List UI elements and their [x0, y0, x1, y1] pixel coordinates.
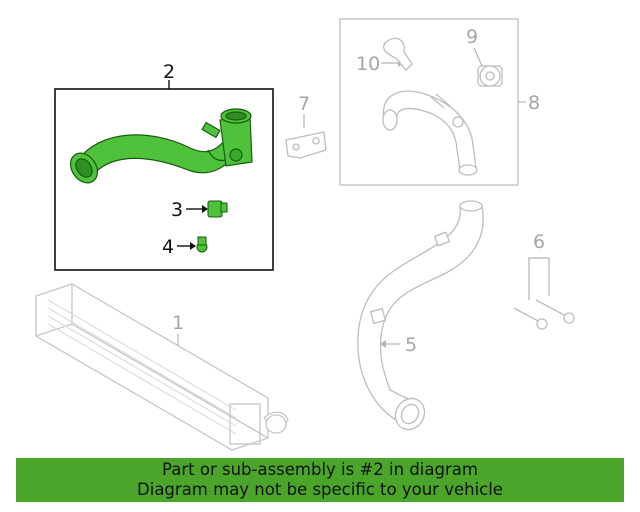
highlight-box-part-2 [54, 88, 274, 271]
callout-10[interactable]: 10 [356, 53, 380, 75]
leader-line-9 [473, 47, 483, 67]
part-4-bolt[interactable] [196, 236, 208, 253]
callout-7[interactable]: 7 [298, 93, 310, 115]
callout-6[interactable]: 6 [533, 231, 545, 253]
part-9-valve[interactable] [477, 65, 503, 87]
part-2-intercooler-hose[interactable] [65, 108, 253, 188]
banner-line-2: Diagram may not be specific to your vehi… [137, 480, 503, 499]
part-1-intercooler[interactable] [35, 283, 289, 451]
part-6-bolts[interactable] [513, 299, 575, 330]
part-10-hose-clip[interactable] [382, 37, 413, 71]
part-3-sensor[interactable] [207, 200, 228, 218]
info-banner: Part or sub-assembly is #2 in diagram Di… [16, 458, 624, 502]
callout-8[interactable]: 8 [528, 92, 540, 114]
leader-arrow-4 [190, 242, 196, 250]
callout-5[interactable]: 5 [405, 334, 417, 356]
part-8-outlet-pipe[interactable] [382, 90, 478, 176]
part-7-bracket[interactable] [285, 131, 327, 159]
leader-arrow-3 [202, 205, 208, 213]
callout-3[interactable]: 3 [171, 199, 183, 221]
callout-9[interactable]: 9 [466, 26, 478, 48]
leader-arrow-5 [380, 340, 386, 348]
callout-1[interactable]: 1 [172, 312, 184, 334]
banner-line-1: Part or sub-assembly is #2 in diagram [162, 460, 478, 479]
callout-4[interactable]: 4 [162, 236, 174, 258]
leader-bracket-6 [528, 257, 550, 300]
part-5-charge-pipe[interactable] [357, 200, 484, 435]
callout-2[interactable]: 2 [163, 61, 175, 83]
